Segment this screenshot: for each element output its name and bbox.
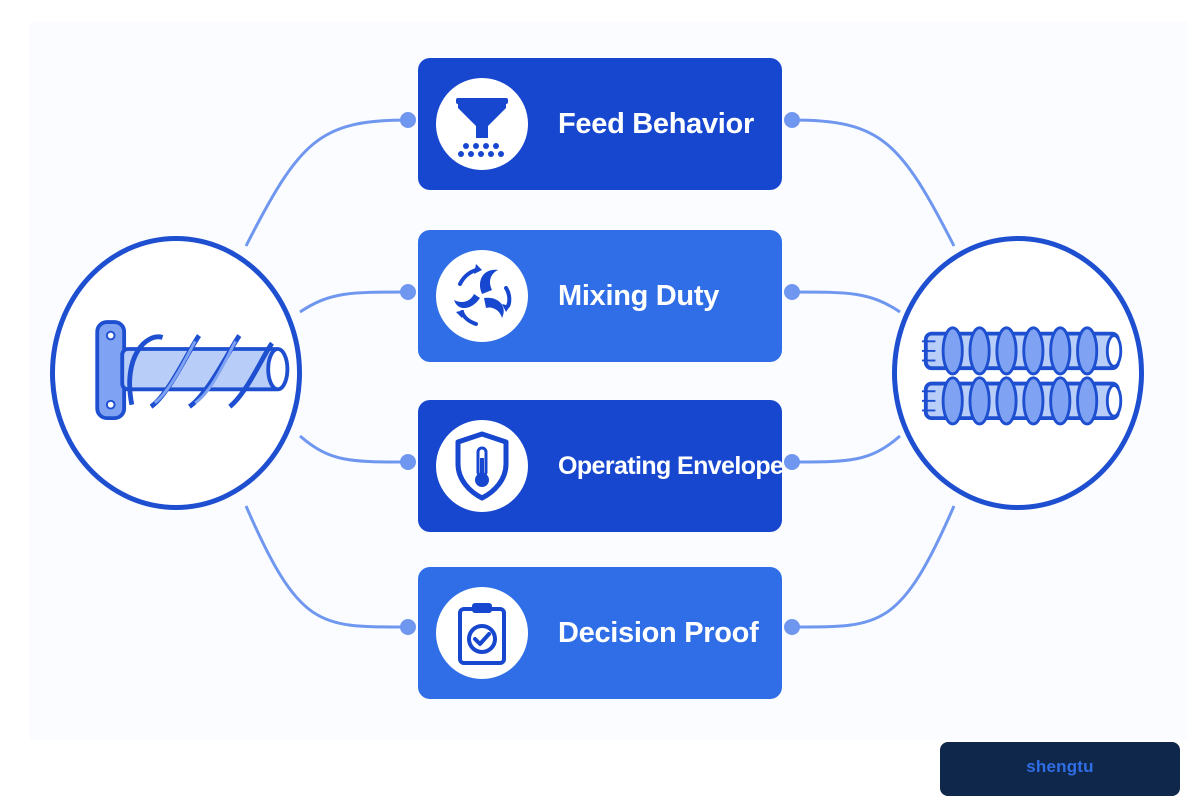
connector-right-3 [791,434,901,464]
icon-disc [436,420,528,512]
icon-disc [436,587,528,679]
swirl-arrows-icon [454,264,512,326]
card-feed-behavior[interactable]: Feed Behavior [418,58,782,190]
connector-left-4 [244,505,409,629]
right-node-circle [892,236,1144,510]
connector-left-1 [244,118,409,247]
shield-thermometer-icon [455,431,509,501]
connector-left-2 [299,290,409,314]
brand-logo-text: shengtu [1026,757,1094,776]
card-label: Feed Behavior [558,108,754,140]
card-operating-envelope[interactable]: Operating Envelope [418,400,784,532]
connector-right-1 [791,118,956,247]
connector-dot-right-4 [784,619,800,635]
left-node-circle [50,236,302,510]
clipboard-check-icon [458,603,506,665]
twin-screw-icon [921,326,1123,426]
brand-badge: shengtu [940,742,1180,796]
icon-disc [436,250,528,342]
connector-dot-left-1 [400,112,416,128]
funnel-icon [456,98,508,157]
connector-dot-left-2 [400,284,416,300]
icon-disc [436,78,528,170]
connector-dot-right-3 [784,454,800,470]
card-label: Mixing Duty [558,280,720,312]
card-decision-proof[interactable]: Decision Proof [418,567,782,699]
connector-dot-right-1 [784,112,800,128]
card-label: Operating Envelope [558,452,784,480]
single-screw-icon [95,320,290,421]
card-mixing-duty[interactable]: Mixing Duty [418,230,782,362]
connector-right-2 [791,290,901,314]
card-label: Decision Proof [558,617,759,649]
connector-dot-left-3 [400,454,416,470]
connector-right-4 [791,505,956,629]
connector-dot-left-4 [400,619,416,635]
connector-left-3 [299,434,409,464]
connector-dot-right-2 [784,284,800,300]
